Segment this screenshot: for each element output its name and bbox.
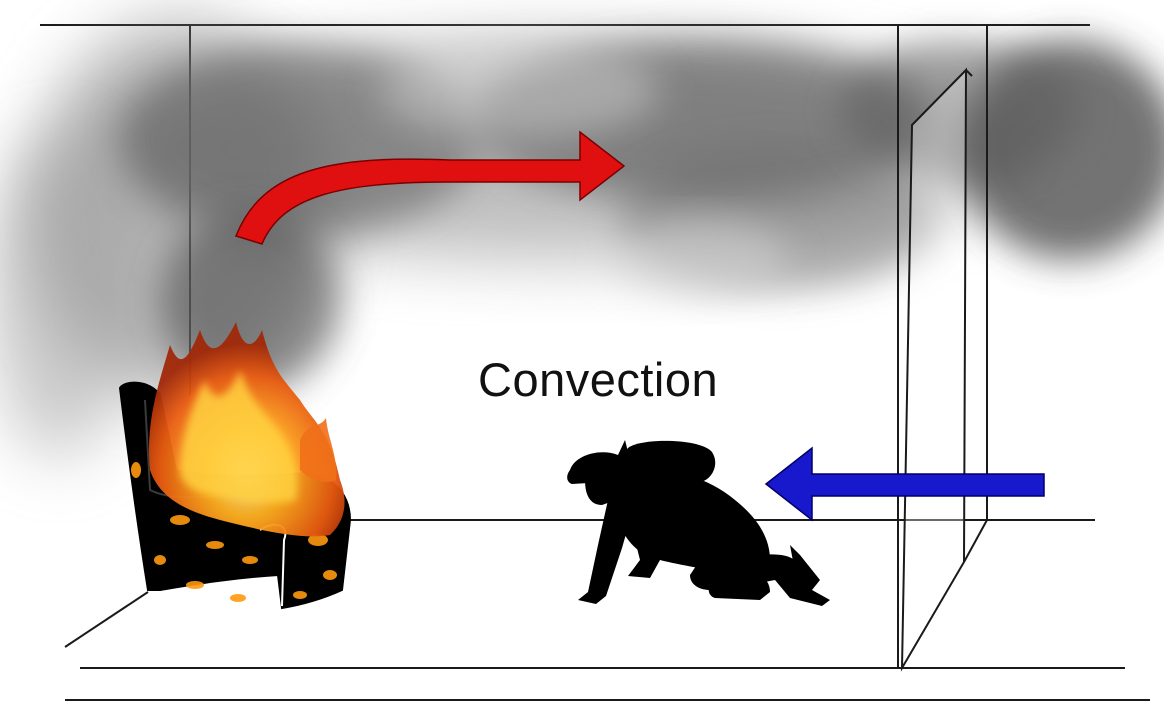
diagram-caption: Convection (478, 352, 718, 407)
